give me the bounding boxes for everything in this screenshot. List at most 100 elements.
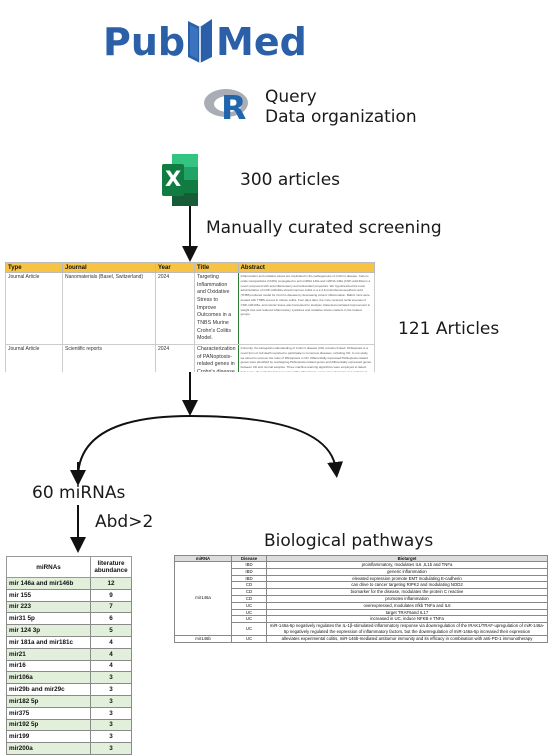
excel-icon (162, 154, 198, 206)
biotarget-cell: alleviates experimental colitis, miR-146… (266, 634, 548, 643)
mirna-abundance: 3 (90, 694, 132, 708)
bio-header-row: miRNA Disease Biotarget (174, 555, 548, 562)
disease-cell: UC (231, 615, 267, 624)
disease-cell: UC (231, 634, 267, 643)
excel-letter: X (165, 167, 182, 191)
data-organization-label: Data organization (265, 107, 417, 127)
mirna-name: mir21 (6, 647, 91, 661)
biotarget-cell: overexpressed, modulates nfkb TNFa and I… (266, 601, 548, 610)
biotarget-cell: elevated expression promote EMT modulati… (266, 574, 548, 583)
disease-cell: IBD (231, 561, 267, 569)
mirna-name: mir 223 (6, 600, 91, 614)
articles-table: Type Journal Year Title Abstract Journal… (5, 262, 375, 372)
biotarget-cell: biomarker for the disease, modulates the… (266, 588, 548, 596)
mirnas-60-label: 60 miRNAs (32, 483, 126, 503)
disease-cell: CD (231, 594, 267, 603)
mirna-abundance: 4 (90, 659, 132, 673)
cell-year: 2024 (155, 271, 195, 346)
cell-journal: Scientific reports (62, 344, 156, 372)
mirna-abundance: 3 (90, 671, 132, 685)
mirna-name: mir 146a and mir146b (6, 577, 91, 590)
col-type: Type (5, 262, 63, 273)
mirna-abundance: 7 (90, 600, 132, 614)
r-logo-graphic (204, 89, 248, 117)
articles-spreadsheet: Type Journal Year Title Abstract Journal… (5, 262, 375, 372)
cell-title: Targeting Inflammation and Oxidative Str… (194, 271, 239, 346)
mirna-abundance: 9 (90, 588, 132, 602)
articles-121-label: 121 Articles (398, 319, 500, 339)
biotarget-cell: increased in UC, induce NFKB e TNFa (266, 615, 548, 624)
mirna-name: mir16 (6, 659, 91, 673)
biotarget-cell: proinflammatory, modulates IL6 ,IL1b and… (266, 561, 548, 569)
mirna-cell: mir146a (174, 561, 232, 636)
query-label: Query (265, 87, 317, 107)
mirna-abundance: 4 (90, 635, 132, 649)
book-icon (188, 19, 212, 63)
biotarget-cell: generic inflammation (266, 567, 548, 576)
table-row: Journal Article Nanomaterials (Basel, Sw… (5, 271, 375, 346)
col-abstract: Abstract (237, 262, 375, 273)
cell-title: Characterization of PANoptosis-related g… (194, 344, 239, 372)
pubmed-logo: Pub Med (103, 17, 307, 69)
disease-cell: IBD (231, 567, 267, 576)
mirna-name: mir 155 (6, 588, 91, 602)
cell-abstract: Inflammation and oxidative stress are im… (237, 271, 375, 346)
col-title: Title (194, 262, 239, 273)
pubmed-logo-right: Med (216, 20, 307, 64)
disease-cell: CD (231, 581, 267, 590)
bio-pathways-label: Biological pathways (264, 531, 434, 551)
table-row: Journal Article Scientific reports 2024 … (5, 344, 375, 372)
mirna-header-row: miRNAs literature abundance (6, 556, 132, 578)
mirna-name: mir 124 3p (6, 624, 91, 637)
cell-abstract: Currently, the biological understanding … (237, 344, 375, 372)
biotarget-cell: miR-146a-5p negatively regulates the IL-… (266, 622, 548, 636)
col-journal: Journal (62, 262, 156, 273)
split-curve (77, 414, 344, 478)
cell-type: Journal Article (5, 344, 63, 372)
mirna-name: mir192 5p (6, 718, 91, 732)
cell-year: 2024 (155, 344, 195, 372)
col-biotarget: Biotarget (266, 555, 548, 562)
mirna-name: mir182 5p (6, 694, 91, 708)
articles-300-label: 300 articles (240, 170, 341, 190)
col-year: Year (155, 262, 195, 273)
excel-logo: X (160, 152, 200, 208)
mirna-abundance: 12 (90, 577, 132, 590)
cell-journal: Nanomaterials (Basel, Switzerland) (62, 271, 156, 346)
mirna-name: mir106a (6, 671, 91, 685)
biotarget-cell: can drive to cancer targeting RIPK2 and … (266, 581, 548, 590)
mirna-cell: mir146b (174, 634, 232, 643)
disease-cell: UC (231, 601, 267, 610)
mirna-abundance: 4 (90, 647, 132, 661)
mirna-abundance: 3 (90, 706, 132, 720)
cell-type: Journal Article (5, 271, 63, 346)
articles-header-row: Type Journal Year Title Abstract (5, 262, 375, 273)
disease-cell: CD (231, 588, 267, 596)
col-literature-abundance: literature abundance (90, 556, 132, 578)
abd-label: Abd>2 (95, 512, 154, 532)
pubmed-logo-left: Pub (103, 20, 186, 64)
mirna-name: mir 181a and mir181c (6, 635, 91, 649)
mirna-name: mir29b and mir29c (6, 683, 91, 696)
r-logo: R (202, 86, 254, 128)
mirna-name: mir200a (6, 742, 91, 755)
disease-cell: UC (231, 622, 267, 636)
r-logo-letter: R (221, 88, 247, 127)
